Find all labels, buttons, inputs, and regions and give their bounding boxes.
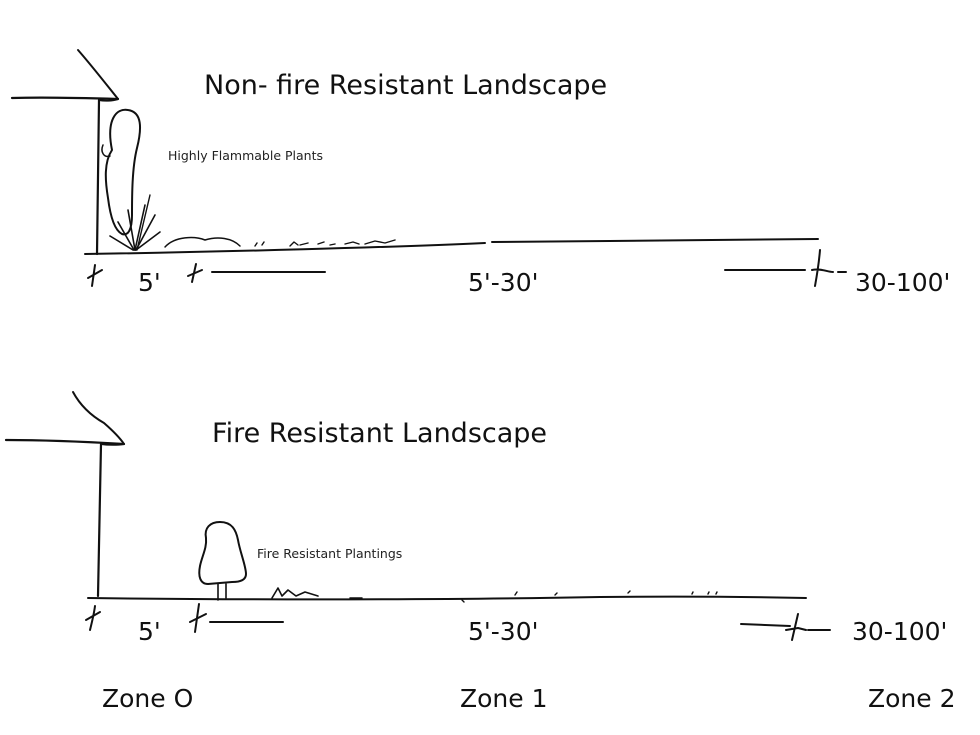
dimension-marks-bottom bbox=[85, 603, 831, 641]
dimension-label-zone2-bottom: 30-100' bbox=[852, 617, 948, 646]
ground-line-top bbox=[84, 236, 819, 255]
dimension-label-zone2-top: 30-100' bbox=[855, 268, 951, 297]
house-sketch-bottom bbox=[4, 391, 126, 598]
plant-label-flammable: Highly Flammable Plants bbox=[168, 148, 323, 163]
zone-label-0: Zone O bbox=[102, 684, 194, 713]
panel-title-non-fire-resistant: Non- fire Resistant Landscape bbox=[204, 70, 608, 101]
dimension-label-zone1-bottom: 5'-30' bbox=[468, 617, 539, 646]
dimension-label-zone1-top: 5'-30' bbox=[468, 268, 539, 297]
panel-title-fire-resistant: Fire Resistant Landscape bbox=[212, 418, 548, 449]
dimension-label-zone0-top: 5' bbox=[138, 268, 161, 297]
fire-resistant-shrub-sketch bbox=[198, 521, 319, 601]
plant-label-fire-resistant: Fire Resistant Plantings bbox=[257, 546, 403, 561]
dimension-marks-top bbox=[87, 249, 847, 287]
ground-line-bottom bbox=[87, 590, 807, 603]
zone-label-1: Zone 1 bbox=[460, 684, 548, 713]
house-sketch-top bbox=[10, 49, 120, 256]
dimension-label-zone0-bottom: 5' bbox=[138, 617, 161, 646]
zone-label-2: Zone 2 bbox=[868, 684, 956, 713]
flammable-shrub-sketch bbox=[101, 108, 161, 251]
